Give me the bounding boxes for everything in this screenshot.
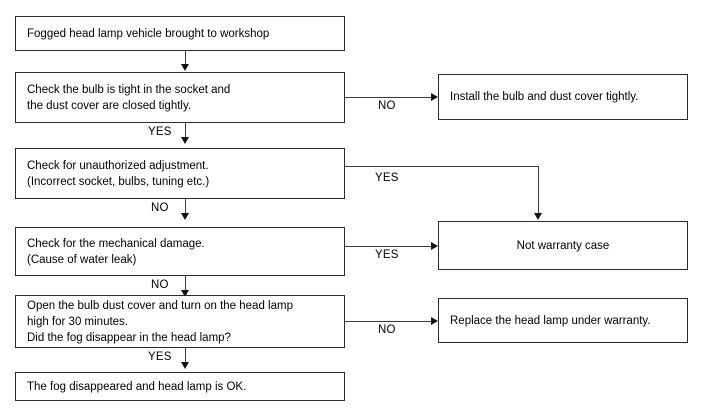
edge-label-no-2: NO: [151, 202, 169, 214]
node-check-mechanical-damage: Check for the mechanical damage. (Cause …: [15, 227, 345, 276]
node-not-warranty-case-label: Not warranty case: [516, 239, 610, 252]
node-start: Fogged head lamp vehicle brought to work…: [15, 16, 345, 51]
connector-no-1: [345, 97, 432, 98]
node-install-bulb-dust-cover: Install the bulb and dust cover tightly.: [438, 74, 688, 120]
connector-yes-2-vertical: [538, 166, 539, 214]
arrowhead-start-to-check-bulb: [180, 64, 189, 71]
node-check-bulb-tight-label: Check the bulb is tight in the socket an…: [27, 83, 231, 112]
connector-yes-1: [185, 123, 186, 139]
connector-no-2: [185, 199, 186, 215]
node-check-mechanical-damage-label: Check for the mechanical damage. (Cause …: [27, 237, 205, 266]
node-check-bulb-tight: Check the bulb is tight in the socket an…: [15, 72, 345, 123]
connector-no-3: [185, 276, 186, 292]
node-open-dust-cover-test: Open the bulb dust cover and turn on the…: [15, 295, 345, 348]
edge-label-yes-4: YES: [148, 351, 172, 363]
node-check-unauthorized-adjustment-label: Check for unauthorized adjustment. (Inco…: [27, 159, 210, 188]
node-replace-head-lamp-label: Replace the head lamp under warranty.: [450, 314, 651, 327]
edge-label-no-3: NO: [151, 279, 169, 291]
arrowhead-yes-2: [533, 213, 542, 220]
node-fog-disappeared-ok: The fog disappeared and head lamp is OK.: [15, 372, 345, 401]
edge-label-no-4: NO: [378, 324, 396, 336]
arrowhead-yes-3: [431, 241, 438, 250]
node-replace-head-lamp: Replace the head lamp under warranty.: [438, 298, 688, 343]
edge-label-yes-2: YES: [375, 172, 399, 184]
arrowhead-yes-4: [180, 362, 189, 369]
node-check-unauthorized-adjustment: Check for unauthorized adjustment. (Inco…: [15, 148, 345, 199]
edge-label-yes-3: YES: [375, 249, 399, 261]
arrowhead-no-2: [180, 213, 189, 220]
connector-yes-3: [345, 246, 432, 247]
node-not-warranty-case: Not warranty case: [438, 221, 688, 270]
connector-yes-4: [185, 348, 186, 364]
arrowhead-no-4: [431, 316, 438, 325]
node-install-bulb-dust-cover-label: Install the bulb and dust cover tightly.: [450, 91, 639, 103]
arrowhead-no-1: [431, 92, 438, 101]
edge-label-no-1: NO: [378, 100, 396, 112]
connector-start-to-check-bulb: [185, 51, 186, 66]
node-open-dust-cover-test-label: Open the bulb dust cover and turn on the…: [27, 299, 293, 344]
connector-no-4: [345, 321, 432, 322]
node-start-label: Fogged head lamp vehicle brought to work…: [27, 27, 270, 40]
connector-yes-2-horizontal: [345, 166, 539, 167]
edge-label-yes-1: YES: [148, 126, 172, 138]
arrowhead-yes-1: [180, 137, 189, 144]
arrowhead-no-3: [180, 290, 189, 297]
node-fog-disappeared-ok-label: The fog disappeared and head lamp is OK.: [27, 380, 247, 393]
